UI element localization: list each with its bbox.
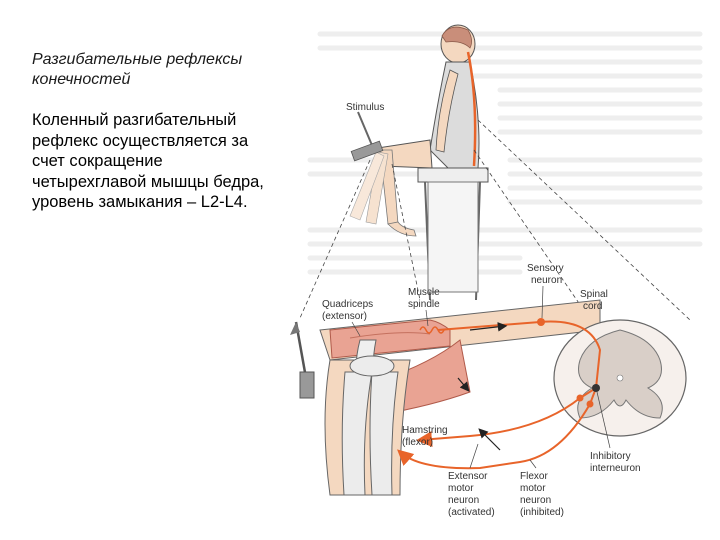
body-line: счет сокращение <box>32 152 163 170</box>
projection-lines <box>299 119 691 321</box>
label-sensory-neuron: Sensory neuron <box>527 263 566 286</box>
figure-labels: Stimulus Sensory neuron Spinal cord Quad… <box>322 102 641 518</box>
neural-pathways <box>397 318 602 470</box>
seated-person-illustration <box>349 24 480 237</box>
label-stimulus: Stimulus <box>346 102 384 113</box>
slide-heading: Разгибательные рефлексы конечностей <box>32 51 243 88</box>
spinal-cord-section <box>553 319 687 437</box>
label-extensor-motor-neuron: Extensor motor neuron (activated) <box>448 471 495 518</box>
background-faint-text <box>307 31 703 275</box>
knee-jerk-reflex-figure: Stimulus Sensory neuron Spinal cord Quad… <box>290 24 703 518</box>
body-line: рефлекс осуществляется за <box>32 131 249 150</box>
label-hamstring: Hamstring (flexor) <box>402 425 450 448</box>
stool <box>417 167 489 301</box>
body-line: уровень замыкания – L2-L4. <box>32 193 248 211</box>
label-inhibitory-interneuron: Inhibitory interneuron <box>590 451 641 474</box>
label-flexor-motor-neuron: Flexor motor neuron (inhibited) <box>520 471 564 518</box>
body-line: четырехглавой мышцы бедра, <box>32 172 264 191</box>
knee-cross-section <box>290 299 601 496</box>
label-quadriceps: Quadriceps (extensor) <box>322 299 376 322</box>
slide-body-text: Коленный разгибательный рефлекс осуществ… <box>32 110 322 213</box>
body-line: Коленный разгибательный <box>32 111 237 129</box>
label-muscle-spindle: Muscle spindle <box>408 287 442 310</box>
label-spinal-cord: Spinal cord <box>580 289 611 312</box>
